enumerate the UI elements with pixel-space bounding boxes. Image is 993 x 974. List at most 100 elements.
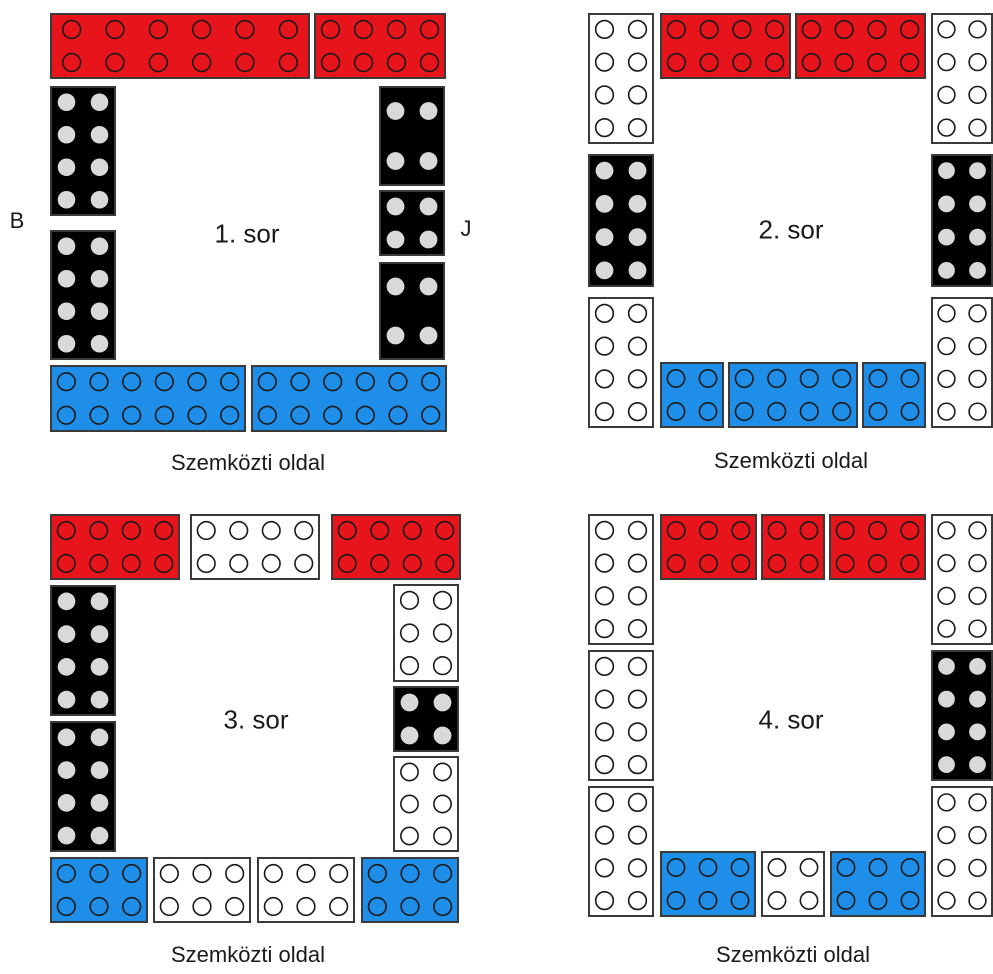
stud	[90, 794, 109, 812]
stud	[400, 693, 419, 712]
stud	[187, 405, 207, 425]
stud	[433, 693, 452, 712]
stud	[435, 520, 455, 541]
white-brick	[153, 857, 251, 923]
stud	[290, 405, 310, 425]
caption-2: Szemközti oldal	[713, 448, 869, 473]
red-brick-body	[660, 514, 757, 580]
stud	[832, 368, 852, 389]
stud	[433, 826, 452, 846]
stud	[329, 863, 349, 884]
red-brick	[50, 13, 310, 79]
stud	[388, 372, 408, 392]
stud	[969, 658, 986, 675]
stud	[594, 618, 615, 639]
stud	[968, 336, 987, 356]
stud	[263, 896, 283, 917]
stud	[57, 658, 76, 676]
black-brick	[379, 262, 445, 360]
stud	[734, 368, 754, 389]
stud	[628, 161, 647, 180]
stud	[337, 553, 357, 574]
stud	[90, 269, 109, 288]
blue-brick	[830, 851, 926, 917]
stud	[698, 402, 718, 421]
stud	[220, 405, 240, 425]
blue-brick-body	[862, 362, 926, 428]
stud	[937, 304, 956, 323]
stud	[938, 756, 955, 773]
stud	[419, 230, 438, 249]
stud	[594, 792, 615, 813]
stud	[433, 896, 453, 917]
stud	[89, 863, 109, 884]
stud	[159, 863, 179, 884]
stud	[937, 891, 956, 910]
red-brick	[795, 13, 926, 79]
stud	[594, 858, 615, 878]
stud	[968, 586, 987, 606]
stud	[801, 52, 822, 73]
black-brick	[50, 585, 116, 716]
red-brick	[50, 514, 180, 580]
stud	[968, 118, 987, 137]
stud	[154, 553, 174, 574]
stud	[595, 261, 614, 280]
stud	[159, 896, 179, 917]
stud	[937, 369, 956, 389]
stud	[57, 237, 76, 256]
white-brick-body	[761, 851, 825, 917]
stud	[627, 689, 648, 709]
stud	[323, 372, 343, 392]
stud	[57, 190, 76, 209]
stud	[90, 658, 109, 676]
stud	[57, 794, 76, 812]
stud	[899, 19, 920, 40]
caption-4: Szemközti oldal	[715, 942, 871, 967]
stud	[192, 896, 212, 917]
black-brick	[393, 686, 459, 752]
stud	[57, 158, 76, 177]
stud	[968, 825, 987, 845]
stud	[61, 19, 82, 40]
stud	[196, 520, 216, 541]
red-brick-body	[660, 13, 791, 79]
stud	[594, 656, 615, 677]
stud	[594, 689, 615, 709]
black-brick	[50, 86, 116, 216]
blue-brick-body	[50, 857, 148, 923]
red-brick	[660, 514, 757, 580]
stud	[937, 118, 956, 137]
stud	[90, 625, 109, 643]
white-brick	[393, 584, 459, 682]
stud	[698, 520, 719, 541]
stud	[938, 195, 955, 213]
stud	[900, 553, 920, 574]
stud	[968, 304, 987, 323]
stud	[835, 520, 855, 541]
stud	[867, 52, 887, 73]
white-brick	[931, 297, 993, 428]
stud	[594, 586, 615, 606]
stud	[386, 197, 405, 216]
stud	[868, 402, 888, 421]
blue-brick	[660, 851, 756, 917]
stud	[90, 158, 109, 177]
blue-brick-body	[830, 851, 926, 917]
stud	[57, 690, 76, 709]
stud	[969, 262, 986, 279]
stud	[764, 52, 785, 73]
stud	[56, 372, 76, 392]
stud	[968, 891, 987, 910]
blue-brick	[862, 362, 926, 428]
stud	[868, 891, 888, 910]
stud	[370, 520, 390, 541]
stud	[367, 863, 387, 884]
stud	[799, 891, 819, 910]
stud	[699, 19, 719, 40]
white-brick	[190, 514, 320, 580]
stud	[730, 891, 750, 910]
stud	[433, 726, 452, 745]
stud	[323, 405, 343, 425]
stud	[90, 761, 109, 779]
